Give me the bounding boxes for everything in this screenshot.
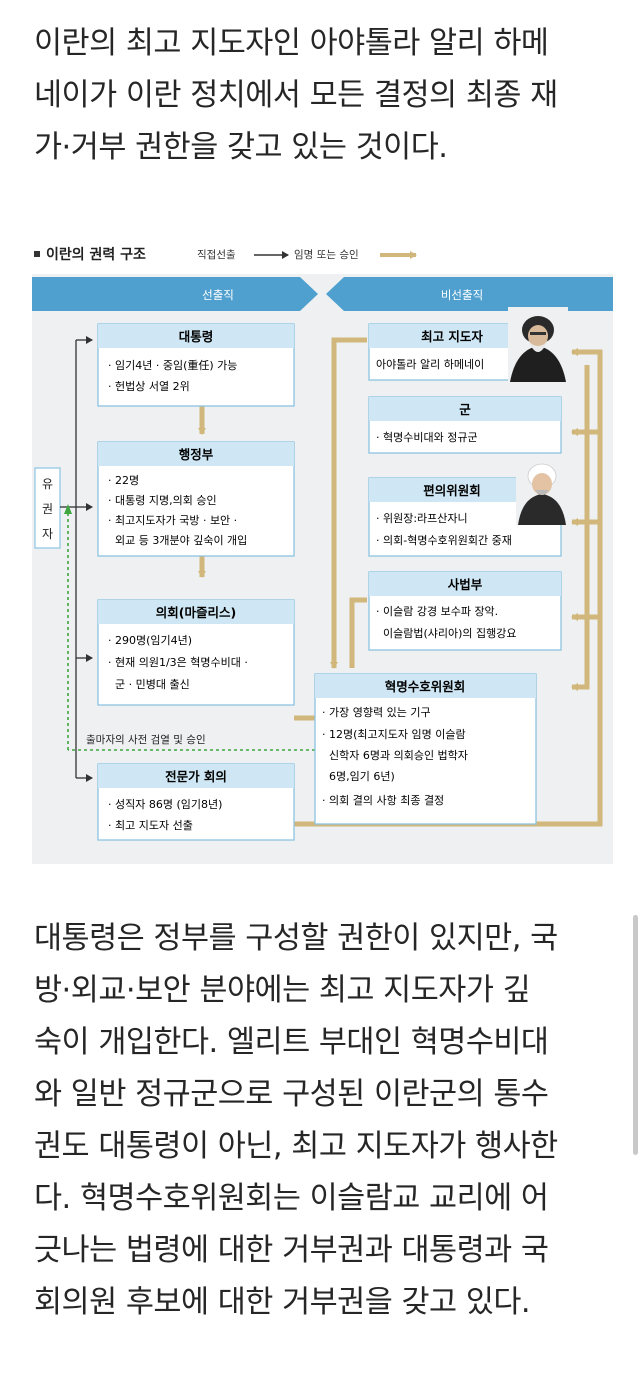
direct-election-lines [60,336,93,782]
executive-line: · 최고지도자가 국방 · 보안 · [108,514,237,527]
executive-line: · 22명 [108,474,139,487]
voters-label: 유 [42,477,53,491]
legend-appoint: 임명 또는 승인 [294,248,359,261]
experts-title: 전문가 회의 [165,769,227,784]
text-line: 네이가 이란 정치에서 모든 결정의 최종 재 [34,78,558,113]
parliament-line: 군 · 민병대 출신 [108,678,190,691]
parliament-title: 의회(마즐리스) [156,605,236,620]
council-head-portrait-icon [516,457,568,525]
president-box: 대통령 · 임기4년 · 중임(重任) 가능 · 헌법상 서열 2위 [97,323,295,407]
voters-label: 권 [42,502,53,516]
article-paragraph-1: 이란의 최고 지도자인 아야톨라 알리 하메 네이가 이란 정치에서 모든 결정… [34,18,624,174]
judiciary-box: 사법부 · 이슬람 강경 보수파 장악. 이슬람법(샤리아)의 집행강요 [368,571,562,651]
guardian-line: · 가장 영향력 있는 기구 [322,706,431,719]
parliament-line: · 현재 의원1/3은 혁명수비대 · [108,656,248,669]
judiciary-line: · 이슬람 강경 보수파 장악. [376,605,498,618]
parliament-box: 의회(마즐리스) · 290명(임기4년) · 현재 의원1/3은 혁명수비대 … [97,599,295,706]
army-box: 군 · 혁명수비대와 정규군 [368,396,562,454]
text-line: 가·거부 권한을 갖고 있는 것이다. [34,130,448,165]
legend-direct: 직접선출 [197,249,236,261]
executive-title: 행정부 [179,447,214,462]
bullet-icon [34,251,40,257]
experts-line: · 최고 지도자 선출 [108,819,193,832]
article-paragraph-2: 대통령은 정부를 구성할 권한이 있지만, 국 방·외교·보안 분야에는 최고 … [34,913,624,1329]
text-line: 방·외교·보안 분야에는 최고 지도자가 깊 [34,973,531,1008]
scrollbar[interactable] [633,915,638,1155]
leader-portrait-icon [508,307,568,382]
text-line: 대통령은 정부를 구성할 권한이 있지만, 국 [34,921,558,956]
guardian-line: · 의회 결의 사항 최종 결정 [322,794,444,807]
expediency-line: · 의회-혁명수호위원회간 중재 [376,534,512,547]
guardian-line: 6명,임기 6년) [322,770,395,783]
power-structure-diagram: 이란의 권력 구조 직접선출 임명 또는 승인 선출직 비선출직 유 권 자 출… [32,232,613,864]
header-elected-label: 선출직 [202,288,234,302]
experts-box: 전문가 회의 · 성직자 86명 (임기8년) · 최고 지도자 선출 [97,763,295,841]
diagram-title: 이란의 권력 구조 [46,246,146,263]
president-line: · 임기4년 · 중임(重任) 가능 [108,358,237,372]
text-line: 숙이 개입한다. 엘리트 부대인 혁명수비대 [34,1025,549,1060]
text-line: 회의원 후보에 대한 거부권을 갖고 있다. [34,1285,531,1320]
text-line: 다. 혁명수호위원회는 이슬람교 교리에 어 [34,1181,549,1216]
text-line: 권도 대통령이 아닌, 최고 지도자가 행사한 [34,1129,558,1164]
expediency-line: · 위원장:라프산자니 [376,512,468,525]
guardian-line: · 12명(최고지도자 임명 이슬람 [322,728,466,741]
army-line: · 혁명수비대와 정규군 [376,431,478,444]
text-line: 이란의 최고 지도자인 아야톨라 알리 하메 [34,26,549,61]
header-elected-arrow [32,277,318,311]
army-title: 군 [459,402,471,417]
vetting-label: 출마자의 사전 검열 및 승인 [86,734,206,746]
vetting-arrow-icon [64,504,72,514]
guardian-council-box: 혁명수호위원회 · 가장 영향력 있는 기구 · 12명(최고지도자 임명 이슬… [314,673,537,825]
guardian-title: 혁명수호위원회 [385,679,466,694]
judiciary-title: 사법부 [448,577,483,592]
vetting-line [67,514,315,751]
president-title: 대통령 [179,329,214,344]
leader-title: 최고 지도자 [421,329,483,344]
executive-line: · 대통령 지명,의회 승인 [108,494,217,507]
voters-label: 자 [42,527,53,541]
text-line: 와 일반 정규군으로 구성된 이란군의 통수 [34,1077,549,1112]
executive-line: 외교 등 3개분야 깊숙이 개입 [108,534,247,547]
leader-line: 아야톨라 알리 하메네이 [376,357,484,371]
parliament-line: · 290명(임기4년) [108,634,192,647]
text-line: 긋나는 법령에 대한 거부권과 대통령과 국 [34,1233,549,1268]
executive-box: 행정부 · 22명 · 대통령 지명,의회 승인 · 최고지도자가 국방 · 보… [97,441,295,557]
header-unelected-arrow [326,277,613,311]
expediency-title: 편의위원회 [423,483,481,498]
judiciary-line: 이슬람법(샤리아)의 집행강요 [376,627,517,640]
guardian-line: 신학자 6명과 의회승인 법학자 [322,749,468,762]
experts-line: · 성직자 86명 (임기8년) [108,798,222,811]
header-unelected-label: 비선출직 [441,288,483,302]
president-line: · 헌법상 서열 2위 [108,380,190,393]
voters-box [34,467,61,549]
